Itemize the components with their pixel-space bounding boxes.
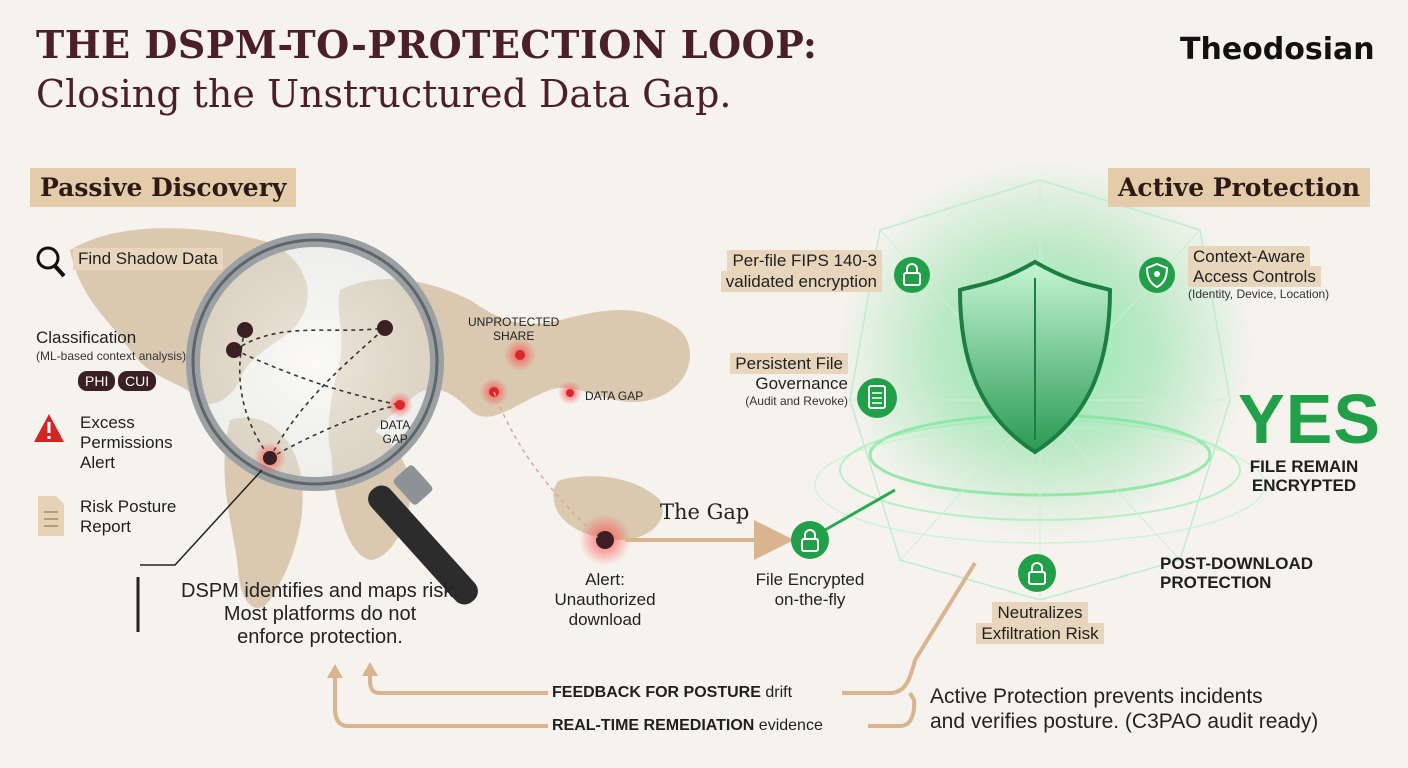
search-icon	[36, 246, 66, 278]
lock-icon-neutralizes	[1018, 554, 1056, 592]
gap-label: The Gap	[660, 500, 750, 524]
yes-label: YES	[1238, 380, 1382, 458]
realtime-remediation-label: REAL-TIME REMEDIATION evidence	[552, 717, 823, 734]
context-aware-label: Context-Aware Access Controls (Identity,…	[1188, 246, 1330, 301]
lock-icon-fips	[894, 257, 930, 293]
brand-logo: Theodosian	[1180, 32, 1375, 67]
dspm-summary: DSPM identifies and maps risk.Most platf…	[181, 580, 459, 648]
document-icon-governance	[857, 378, 897, 418]
lock-icon-file-encrypted	[791, 521, 829, 559]
warning-icon	[34, 414, 64, 442]
magnifier	[186, 233, 478, 605]
feedback-posture-label: FEEDBACK FOR POSTURE drift	[552, 684, 793, 701]
classification-note: (ML-based context analysis)	[36, 349, 187, 363]
classification-label: Classification	[36, 328, 137, 347]
section-passive-discovery: Passive Discovery	[30, 168, 297, 207]
find-shadow-label: Find Shadow Data	[73, 248, 223, 270]
tag-phi: PHI	[78, 371, 116, 391]
tag-cui: CUI	[118, 371, 157, 391]
page-title: THE DSPM-TO-PROTECTION LOOP:	[36, 22, 818, 67]
data-gap-right-label: DATA GAP	[585, 389, 644, 403]
page-subtitle: Closing the Unstructured Data Gap.	[36, 72, 732, 116]
neutralizes-risk-label: Neutralizes Exfiltration Risk	[965, 602, 1115, 644]
section-active-protection: Active Protection	[1108, 168, 1371, 207]
persistent-governance-label: Persistent File Governance (Audit and Re…	[706, 353, 848, 409]
feedback-loop	[333, 561, 977, 728]
report-icon	[38, 496, 64, 536]
fips-encryption-label: Per-file FIPS 140-3 validated encryption	[700, 250, 882, 292]
user-shield-icon	[1139, 257, 1175, 293]
